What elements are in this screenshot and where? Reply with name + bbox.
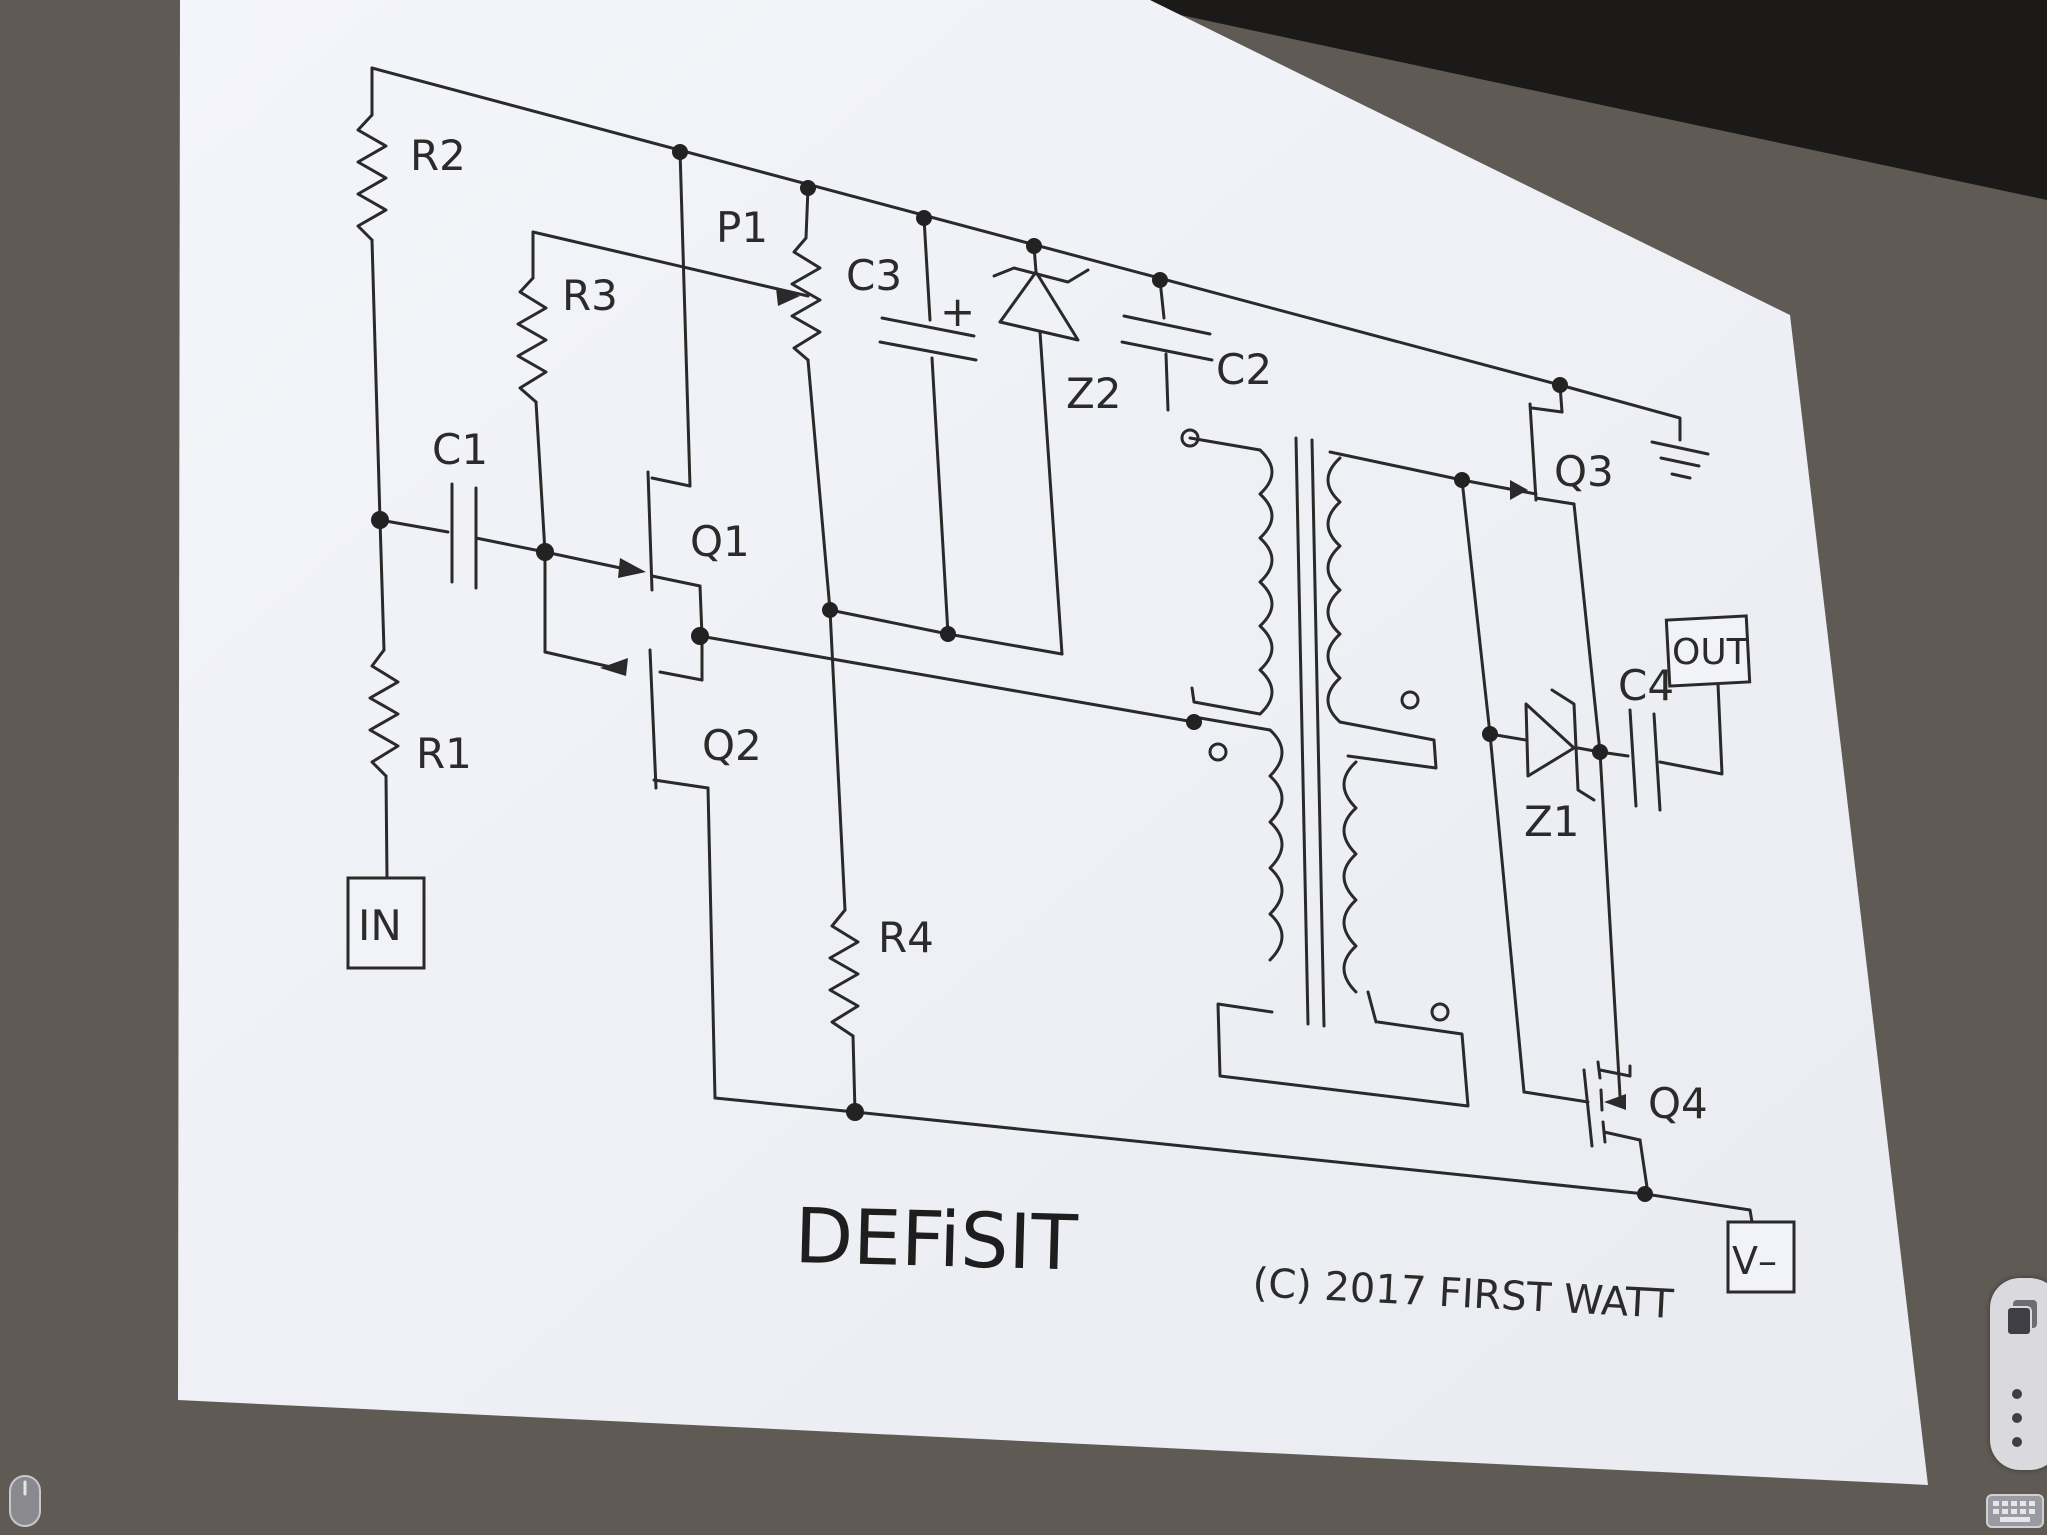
projection-screen xyxy=(178,0,1928,1485)
q2-transistor xyxy=(648,648,658,790)
label-q1: Q1 xyxy=(690,517,750,566)
mouse-icon[interactable] xyxy=(8,1474,42,1528)
label-z2: Z2 xyxy=(1066,369,1122,418)
label-c1: C1 xyxy=(432,425,488,474)
label-r4: R4 xyxy=(878,913,934,962)
p1-potentiometer xyxy=(790,236,822,362)
q1-transistor xyxy=(646,470,654,592)
projector-frame-shadow xyxy=(1110,0,2047,200)
label-z1: Z1 xyxy=(1524,797,1580,846)
label-c3-polarity: + xyxy=(940,287,975,336)
transformer-secondary-lower xyxy=(1342,760,1358,994)
z1-zener-diode xyxy=(1524,688,1596,802)
q3-transistor xyxy=(1528,402,1538,502)
junction-dots xyxy=(371,144,1653,1202)
keyboard-icon[interactable] xyxy=(1986,1494,2044,1528)
out-terminal: OUT xyxy=(1664,614,1752,688)
r1-resistor xyxy=(368,648,400,778)
label-r2: R2 xyxy=(410,131,466,180)
label-r3: R3 xyxy=(562,271,618,320)
copyright-text: (C) 2017 FIRST WATT xyxy=(1251,1260,1675,1328)
z2-zener-diode xyxy=(992,266,1090,342)
label-q3: Q3 xyxy=(1554,447,1614,496)
in-terminal: IN xyxy=(346,876,426,970)
top-rail xyxy=(370,66,1682,442)
ground-icon xyxy=(1650,440,1710,480)
transformer-primary-upper xyxy=(1258,448,1274,716)
out-terminal-label: OUT xyxy=(1672,632,1750,673)
c2-capacitor xyxy=(1120,314,1214,362)
r3-resistor xyxy=(516,276,548,404)
diagram-title: DEFiSIT xyxy=(794,1191,1080,1287)
label-q2: Q2 xyxy=(702,721,762,770)
r4-resistor xyxy=(828,908,860,1038)
label-p1: P1 xyxy=(716,203,768,252)
layers-icon[interactable] xyxy=(2004,1298,2040,1338)
viewer-side-panel[interactable] xyxy=(1990,1278,2047,1470)
vneg-terminal: V– xyxy=(1726,1220,1796,1294)
label-q4: Q4 xyxy=(1648,1079,1708,1128)
c3-capacitor xyxy=(878,316,978,362)
transformer-secondary-upper xyxy=(1326,456,1342,724)
in-terminal-label: IN xyxy=(358,901,402,950)
r2-resistor xyxy=(356,113,388,242)
label-r1: R1 xyxy=(416,729,472,778)
c4-capacitor xyxy=(1628,708,1662,812)
label-c2: C2 xyxy=(1216,345,1272,394)
q4-transistor xyxy=(1582,1060,1650,1196)
more-options-icon[interactable] xyxy=(2012,1388,2022,1448)
vneg-terminal-label: V– xyxy=(1732,1239,1777,1283)
label-c3: C3 xyxy=(846,251,902,300)
transformer xyxy=(1188,436,1470,1108)
transformer-primary-lower xyxy=(1268,728,1284,962)
label-c4: C4 xyxy=(1618,661,1674,710)
c1-capacitor xyxy=(450,482,478,590)
